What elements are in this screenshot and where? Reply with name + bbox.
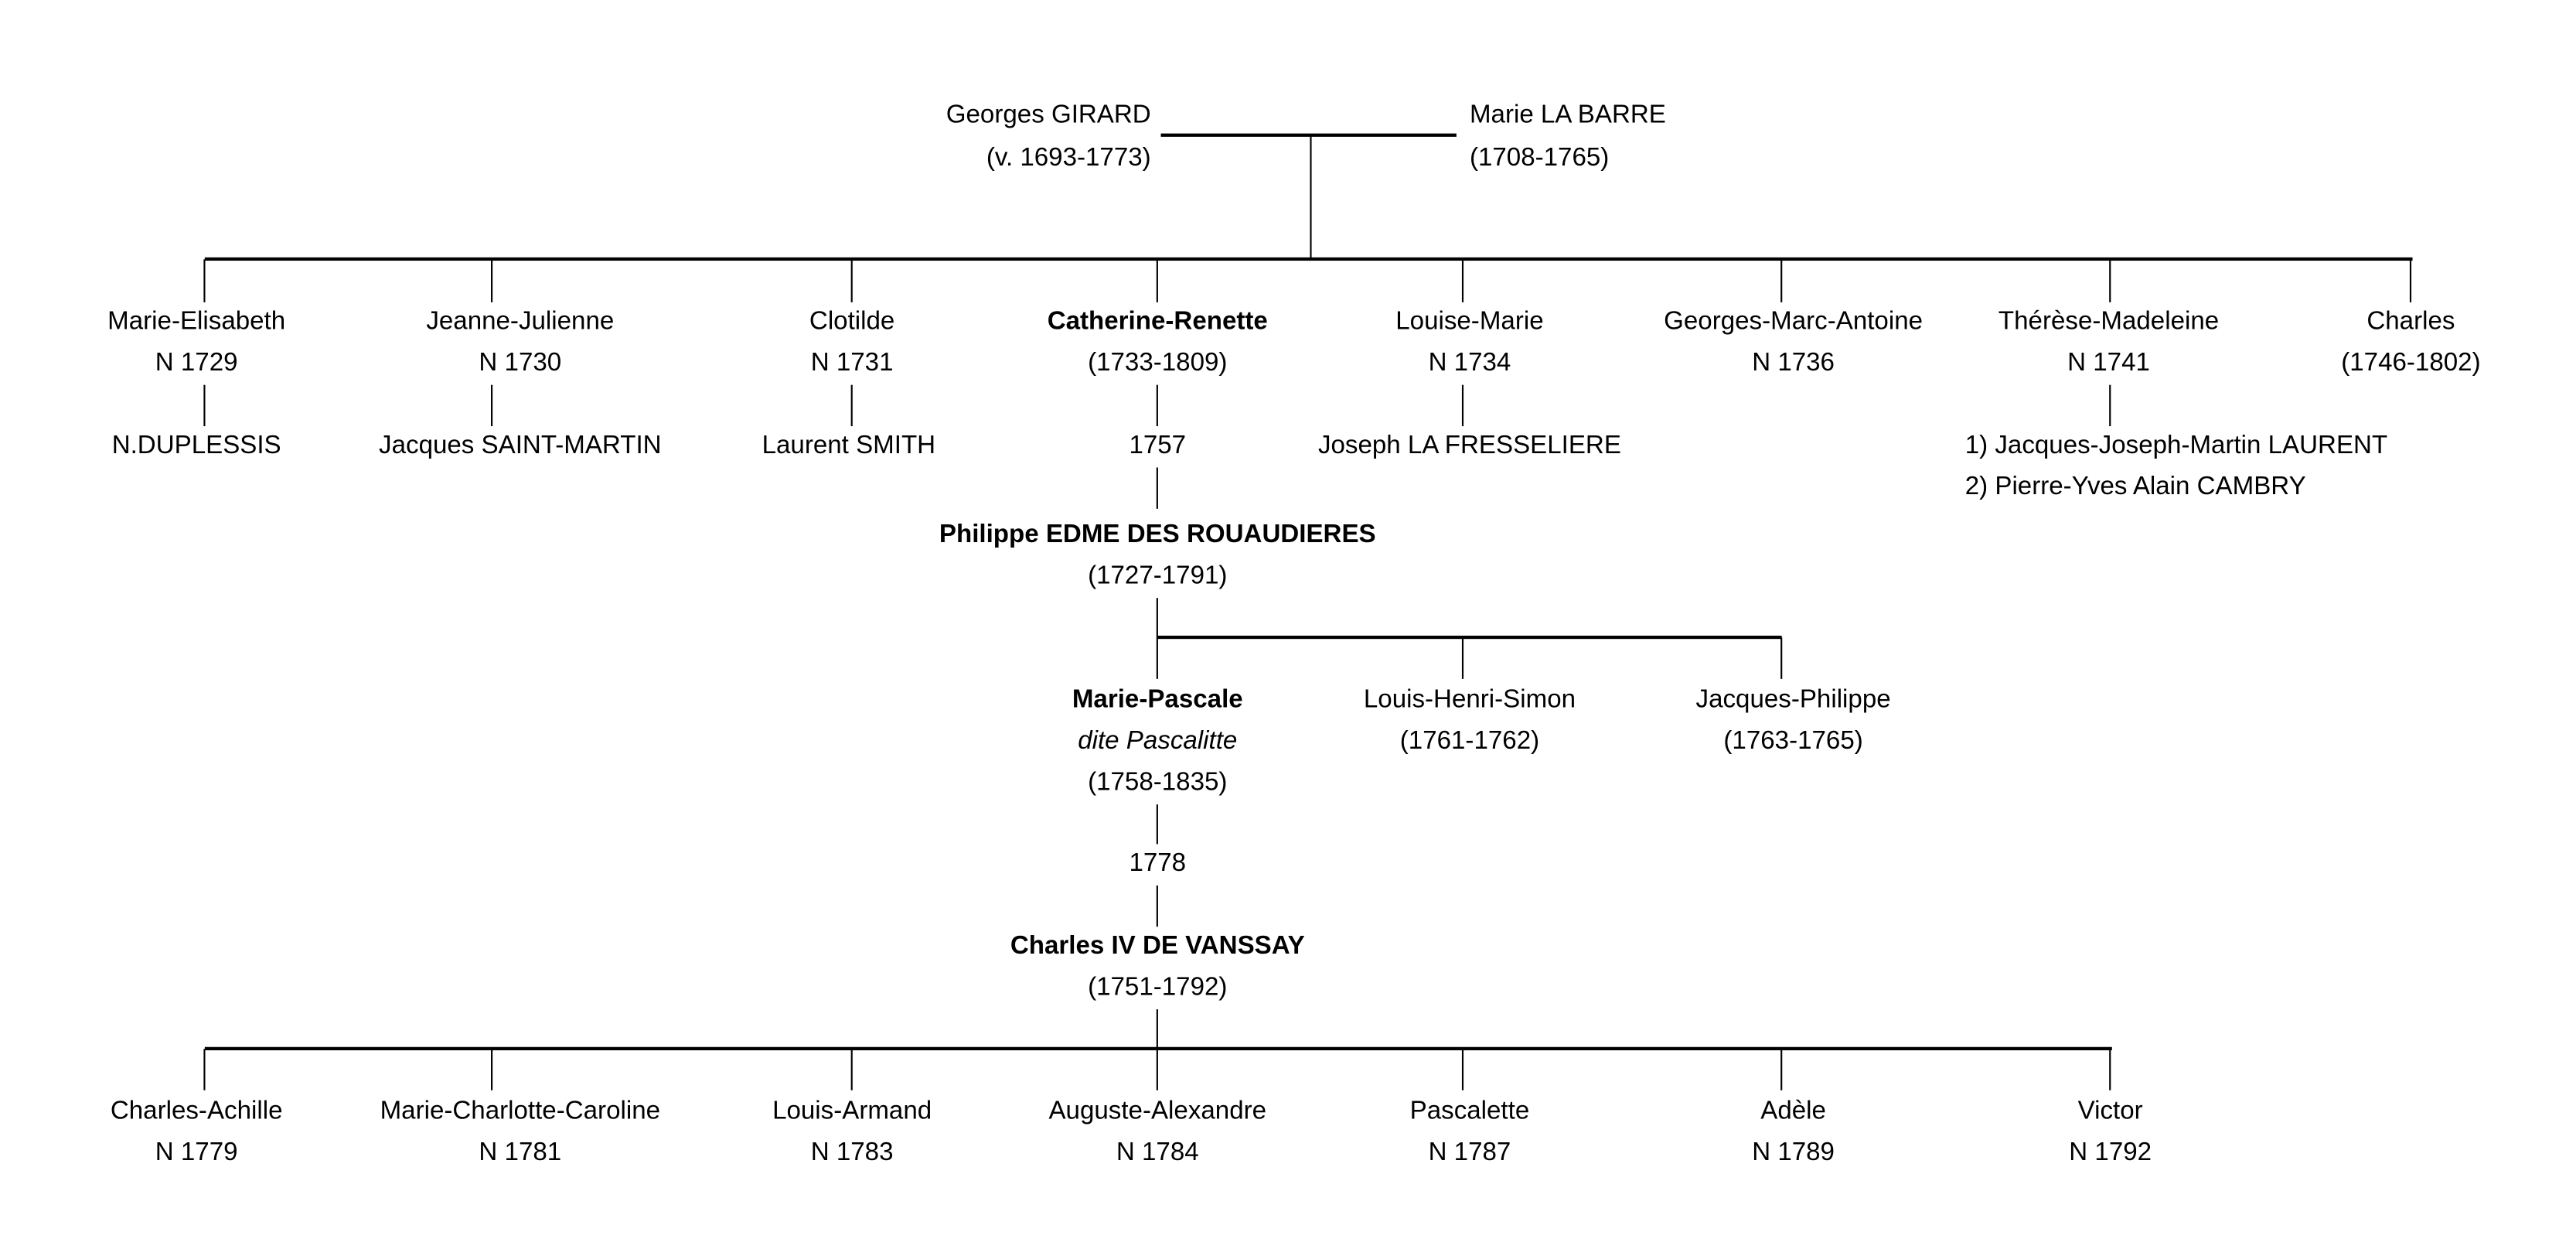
- siblings-bar: [1157, 635, 1782, 640]
- drop-line: [1156, 259, 1159, 302]
- child-dates: N 1736: [1752, 349, 1835, 377]
- child-dates: N 1779: [155, 1138, 238, 1167]
- child-dates: N 1784: [1116, 1138, 1199, 1167]
- father-name: Georges GIRARD: [946, 101, 1151, 130]
- child-name: Louise-Marie: [1395, 307, 1544, 336]
- child-name: Catherine-Renette: [1047, 307, 1268, 336]
- siblings-bar: [204, 257, 2413, 261]
- spouse-line: [1156, 467, 1159, 509]
- child-name: Georges-Marc-Antoine: [1664, 307, 1923, 336]
- drop-line: [1780, 259, 1784, 302]
- drop-line: [203, 259, 206, 302]
- child-dates: N 1792: [2069, 1138, 2152, 1167]
- spouse-dates: (1727-1791): [1088, 561, 1228, 591]
- child-name: Victor: [2077, 1097, 2143, 1126]
- spouse-line: [1156, 384, 1159, 427]
- marriage-year: 1778: [1129, 849, 1187, 878]
- spouse-name: Jacques SAINT-MARTIN: [379, 432, 662, 460]
- spouse-name: 1) Jacques-Joseph-Martin LAURENT: [1964, 432, 2388, 460]
- child-name: Adèle: [1760, 1097, 1826, 1126]
- child-name: Louis-Henri-Simon: [1363, 685, 1576, 715]
- spouse-line: [491, 384, 493, 427]
- spouse-name: Philippe EDME DES ROUAUDIERES: [939, 520, 1376, 549]
- drop-line: [491, 259, 493, 302]
- drop-line: [850, 259, 854, 302]
- child-name: Pascalette: [1409, 1097, 1530, 1126]
- child-dates: (1758-1835): [1088, 768, 1228, 797]
- child-name: Charles-Achille: [110, 1097, 283, 1126]
- spouse-name: Charles IV DE VANSSAY: [1010, 932, 1305, 961]
- child-dates: N 1783: [810, 1138, 894, 1167]
- spouse-name: Joseph LA FRESSELIERE: [1317, 432, 1621, 460]
- child-dates: (1733-1809): [1088, 349, 1228, 377]
- child-dates: (1763-1765): [1723, 727, 1863, 756]
- drop-line: [1780, 1049, 1784, 1090]
- drop-line: [1461, 637, 1464, 679]
- child-dates: N 1787: [1428, 1138, 1511, 1167]
- drop-line: [1461, 259, 1464, 302]
- child-dates: N 1729: [155, 349, 238, 377]
- spouse-line: [1461, 384, 1464, 427]
- siblings-bar: [204, 1046, 2112, 1051]
- father-dates: (v. 1693-1773): [986, 144, 1151, 172]
- drop-line: [491, 1049, 493, 1090]
- child-dates: (1761-1762): [1399, 727, 1540, 756]
- drop-line: [1461, 1049, 1464, 1090]
- child-name: Marie-Elisabeth: [107, 307, 286, 336]
- child-dates: N 1730: [479, 349, 562, 377]
- mother-name: Marie LA BARRE: [1469, 101, 1666, 130]
- marriage-year: 1757: [1129, 432, 1187, 460]
- child-name: Thérèse-Madeleine: [1998, 307, 2220, 336]
- child-name: Louis-Armand: [772, 1097, 932, 1126]
- marriage-line: [1160, 133, 1457, 138]
- child-nickname: dite Pascalitte: [1078, 727, 1238, 756]
- drop-line: [2109, 259, 2112, 302]
- child-dates: N 1741: [2067, 349, 2150, 377]
- drop-line: [203, 1049, 206, 1090]
- descent-line: [1310, 135, 1313, 260]
- child-name: Marie-Charlotte-Caroline: [380, 1097, 661, 1126]
- child-dates: N 1781: [479, 1138, 562, 1167]
- child-name: Charles: [2366, 307, 2455, 336]
- spouse-name: N.DUPLESSIS: [111, 432, 281, 460]
- child-dates: (1746-1802): [2341, 349, 2481, 377]
- drop-line: [2409, 259, 2412, 302]
- drop-line: [850, 1049, 854, 1090]
- child-name: Jeanne-Julienne: [426, 307, 615, 336]
- child-name: Auguste-Alexandre: [1048, 1097, 1267, 1126]
- spouse-line: [1156, 885, 1159, 927]
- child-dates: N 1731: [810, 349, 894, 377]
- child-dates: N 1734: [1428, 349, 1511, 377]
- mother-dates: (1708-1765): [1469, 144, 1610, 172]
- spouse-line: [1156, 804, 1159, 845]
- drop-line: [1780, 637, 1784, 679]
- spouse-dates: (1751-1792): [1088, 973, 1228, 1002]
- spouse-line: [850, 384, 854, 427]
- spouse-name: Laurent SMITH: [762, 432, 936, 460]
- child-dates: N 1789: [1752, 1138, 1835, 1167]
- child-name: Clotilde: [809, 307, 895, 336]
- child-name: Jacques-Philippe: [1695, 685, 1891, 715]
- spouse-name: 2) Pierre-Yves Alain CAMBRY: [1964, 473, 2306, 501]
- child-name: Marie-Pascale: [1072, 685, 1243, 715]
- spouse-line: [2109, 384, 2112, 427]
- spouse-line: [203, 384, 206, 427]
- drop-line: [2109, 1049, 2112, 1090]
